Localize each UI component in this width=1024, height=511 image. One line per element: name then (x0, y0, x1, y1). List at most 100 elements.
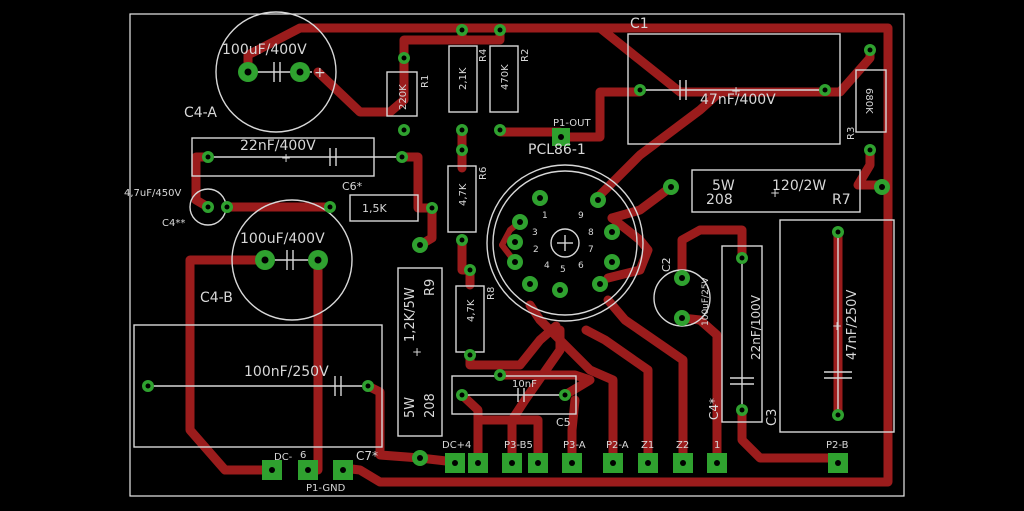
tube-pin (604, 224, 620, 240)
connector-pad (298, 460, 318, 480)
connector-pad (528, 453, 548, 473)
pin-4-label: 4 (544, 261, 550, 271)
pad (464, 264, 476, 276)
conn-z2: Z2 (676, 440, 689, 451)
plus-mark: + (770, 186, 780, 200)
pad (864, 144, 876, 156)
c6-value: 22nF/400V (240, 138, 316, 154)
connector-pad (468, 453, 488, 473)
pad (674, 270, 690, 286)
conn-1: 1 (714, 440, 720, 451)
pad (494, 24, 506, 36)
pad (308, 250, 328, 270)
pad (426, 202, 438, 214)
tube-pin (590, 192, 606, 208)
pad (456, 124, 468, 136)
pad (494, 369, 506, 381)
r4-value: 2,1K (458, 67, 469, 90)
pad (221, 201, 233, 213)
pin-7-label: 7 (588, 245, 594, 255)
c2-value: 100uF/25V (701, 276, 711, 326)
pad (634, 84, 646, 96)
pad (832, 409, 844, 421)
r7-value-a: 5W (712, 178, 735, 194)
pad (559, 389, 571, 401)
connector-pad (562, 453, 582, 473)
pin-9-label: 9 (578, 211, 584, 221)
pin-5-label: 5 (560, 265, 566, 275)
c3-label: C3 (765, 409, 780, 426)
tube-center (550, 228, 580, 258)
c4a-outline (215, 11, 337, 133)
pad (238, 62, 258, 82)
c1-label: C1 (630, 16, 649, 32)
plus-mark: + (314, 65, 326, 81)
r4-outline (448, 45, 478, 113)
connector-pad (603, 453, 623, 473)
conn-p3b5: P3-B5 (504, 440, 533, 451)
pad (874, 179, 890, 195)
r7-value-b: 120/2W (772, 178, 826, 194)
p1-out-label: P1-OUT (553, 118, 591, 129)
c4s-value: 22nF/100V (749, 294, 763, 360)
r8-value: 4,7K (466, 299, 477, 322)
pad (819, 84, 831, 96)
tube-socket-outer (486, 164, 644, 322)
r5-value: 1,5K (362, 202, 387, 215)
c5-label: C5 (556, 416, 571, 429)
c2-label: C2 (660, 257, 673, 272)
r9-value-c: 208 (423, 393, 438, 418)
r6-outline (447, 165, 477, 233)
tube-pin (592, 276, 608, 292)
c4b-value: 100uF/400V (240, 231, 325, 247)
tube-pin (604, 254, 620, 270)
r9-outline (397, 267, 443, 437)
conn-dc-plus: DC+4 (442, 440, 471, 451)
connector-pad (445, 453, 465, 473)
pin-8-label: 8 (588, 228, 594, 238)
c3-value: 47nF/250V (845, 290, 860, 360)
pad (456, 24, 468, 36)
conn-z1: Z1 (641, 440, 654, 451)
pad (362, 380, 374, 392)
tube-pin (507, 254, 523, 270)
pad (202, 151, 214, 163)
pin-2-label: 2 (533, 245, 539, 255)
c1-outline (627, 33, 841, 145)
c4x-value: 4,7uF/450V (124, 188, 181, 199)
pad (324, 201, 336, 213)
pad (398, 52, 410, 64)
connector-pad (707, 453, 727, 473)
pad (494, 124, 506, 136)
c4a-value: 100uF/400V (222, 42, 307, 58)
connector-pad (262, 460, 282, 480)
r2-value: 470K (500, 64, 511, 90)
pad (398, 124, 410, 136)
plus-mark: + (832, 319, 842, 333)
r7-value-c: 208 (706, 192, 733, 208)
r6-value: 4,7K (458, 183, 469, 206)
r7-label: R7 (832, 192, 851, 208)
p1-gnd-label: P1-GND (306, 483, 346, 494)
conn-p3a: P3-A (563, 440, 586, 451)
tube-pin (512, 214, 528, 230)
r1-label: R1 (420, 75, 431, 88)
pad (142, 380, 154, 392)
conn-dc-minus: DC- (274, 452, 293, 463)
plus-mark: + (412, 345, 422, 359)
r3-outline (855, 69, 887, 133)
r2-label: R2 (520, 49, 531, 62)
pin-6-label: 6 (578, 261, 584, 271)
c1-value: 47nF/400V (700, 92, 776, 108)
pad (456, 144, 468, 156)
tube-pin (552, 282, 568, 298)
conn-p2b: P2-B (826, 440, 849, 451)
pad (456, 389, 468, 401)
connector-pad (673, 453, 693, 473)
tube-pin (507, 234, 523, 250)
tube-label: PCL86-1 (528, 142, 586, 158)
c4s-outline (721, 245, 763, 423)
r4-label: R4 (478, 49, 489, 62)
c4a-label: C4-A (184, 105, 217, 121)
conn-p2a: P2-A (606, 440, 629, 451)
